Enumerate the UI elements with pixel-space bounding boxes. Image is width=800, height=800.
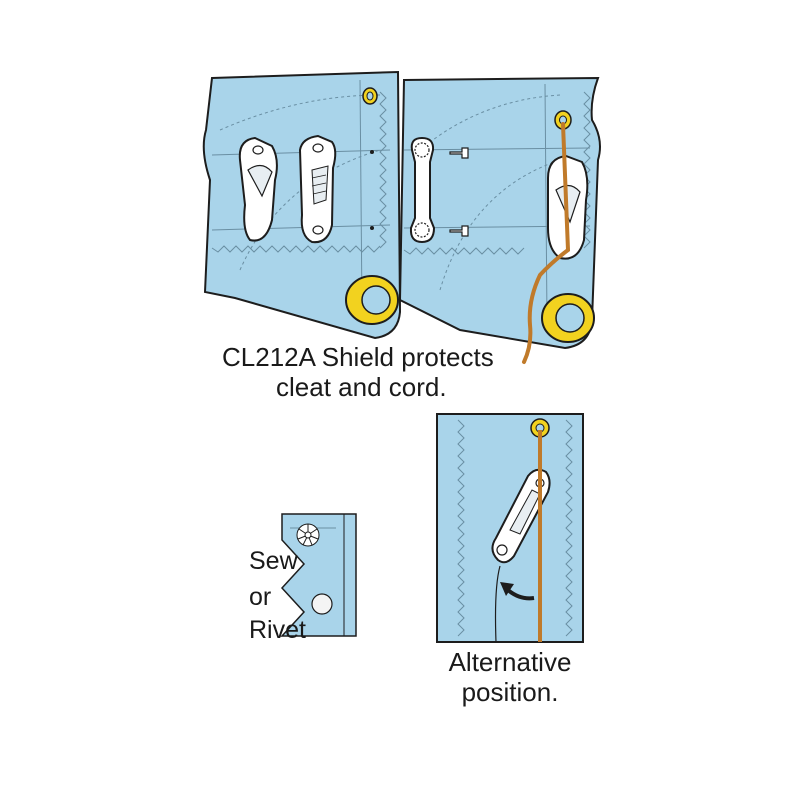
cleat-shield xyxy=(238,136,278,242)
backing-plate xyxy=(409,136,436,244)
caption-shield-line1: CL212A Shield protects xyxy=(222,342,494,372)
caption-or: or xyxy=(249,583,272,611)
caption-alternative-line1: Alternative xyxy=(448,647,572,677)
fold-line xyxy=(494,565,501,643)
rivet-hole xyxy=(370,226,374,230)
rivet-pin xyxy=(449,147,469,159)
cord-cleat xyxy=(298,134,337,244)
curved-arrow-icon xyxy=(500,582,535,601)
rivet-hole xyxy=(370,150,374,154)
cord xyxy=(522,122,571,364)
caption-alternative-line2: position. xyxy=(461,677,559,707)
rivet-icon xyxy=(311,593,333,615)
stitch-icon xyxy=(296,523,320,547)
rivet-pin xyxy=(449,225,469,237)
caption-shield-line2: cleat and cord. xyxy=(276,372,447,402)
angled-cleat xyxy=(491,468,551,564)
sew-rivet-inset xyxy=(280,513,357,637)
right-fabric-panel xyxy=(398,76,601,350)
caption-rivet: Rivet xyxy=(249,616,306,644)
caption-sew: Sew xyxy=(249,547,298,575)
